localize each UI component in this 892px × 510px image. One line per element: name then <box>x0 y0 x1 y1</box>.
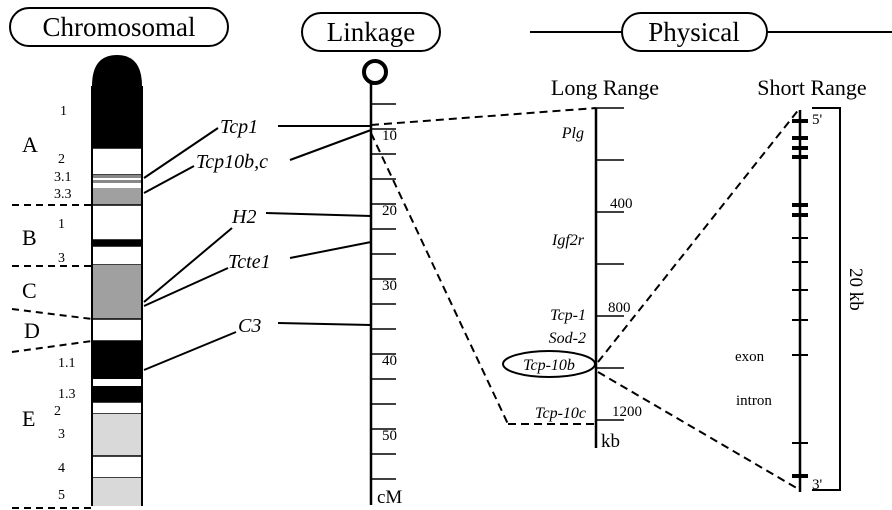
band-a3-2 <box>92 180 142 183</box>
linkage-unit-label: cM <box>377 487 402 508</box>
band-label-b1: 1 <box>58 217 65 232</box>
chromosomal-header-box <box>9 7 229 47</box>
band-label-b3: 3 <box>58 251 65 266</box>
scale-bar-label: 20 kb <box>845 268 866 311</box>
region-divider-cd <box>11 308 93 320</box>
long-gene-sod-2: Sod-2 <box>549 330 586 347</box>
band-label-a3-1: 3.1 <box>54 170 72 185</box>
projection-linkage-top <box>370 107 597 126</box>
physical-header: Physical <box>648 17 740 47</box>
linkage-header: Linkage <box>327 17 415 47</box>
short-range-title: Short Range <box>757 75 866 100</box>
projection-short-top <box>597 107 801 363</box>
gene-label-c3: C3 <box>238 315 261 337</box>
linkage-tick-label-40: 40 <box>382 353 397 369</box>
tcp10bc-connector-left <box>143 165 195 194</box>
band-label-a2: 2 <box>58 152 65 167</box>
band-e2 <box>91 401 143 415</box>
band-a2 <box>91 147 143 176</box>
band-b3 <box>91 245 143 266</box>
h2-connector-left <box>143 227 233 303</box>
projection-linkage-bottom <box>370 132 509 425</box>
band-c <box>92 265 142 319</box>
five-prime-label: 5' <box>812 112 823 128</box>
band-a3-3 <box>92 188 142 205</box>
long-range-title: Long Range <box>551 75 659 100</box>
band-label-e1-3: 1.3 <box>58 387 76 402</box>
linkage-tick-label-30: 30 <box>382 278 397 294</box>
band-b1 <box>91 204 143 241</box>
exon-label: exon <box>735 349 765 365</box>
band-e1-1 <box>92 341 142 379</box>
c3-connector-left <box>143 331 237 371</box>
long-range-tick-label-800: 800 <box>608 300 631 316</box>
scale-bracket <box>812 107 841 491</box>
chromosome-centromere-cap <box>92 55 142 96</box>
linkage-tick-label-20: 20 <box>382 203 397 219</box>
gene-label-tcp10bc: Tcp10b,c <box>196 151 268 173</box>
tcte1-connector-right <box>289 241 372 259</box>
band-label-e2: 2 <box>54 404 61 419</box>
linkage-centromere <box>362 59 388 85</box>
band-label-e1-1: 1.1 <box>58 356 76 371</box>
tcp10bc-connector-right <box>289 129 372 161</box>
linkage-tick-label-10: 10 <box>382 128 397 144</box>
band-label-a1: 1 <box>60 104 67 119</box>
region-label-a: A <box>22 132 38 157</box>
band-e1-3 <box>92 386 142 402</box>
long-gene-plg: Plg <box>561 125 584 142</box>
band-e1-2 <box>92 379 142 386</box>
band-label-a3-3: 3.3 <box>54 187 72 202</box>
tcp-10b-highlight <box>502 350 596 378</box>
chromosomal-header: Chromosomal <box>43 12 196 42</box>
tcp1-connector-left <box>143 127 219 179</box>
band-a3-1 <box>92 175 142 178</box>
band-label-e3: 3 <box>58 427 65 442</box>
intron-label: intron <box>736 393 772 409</box>
long-range-ticks <box>596 107 624 421</box>
band-b2 <box>92 240 142 246</box>
long-range-tick-label-400: 400 <box>610 196 633 212</box>
linkage-tick-label-50: 50 <box>382 428 397 444</box>
short-range-marks <box>792 237 808 444</box>
band-e3 <box>92 414 142 456</box>
region-label-b: B <box>22 225 37 250</box>
c3-connector-right <box>277 322 372 326</box>
short-range-exons <box>792 119 808 478</box>
band-label-e4: 4 <box>58 461 65 476</box>
tcte1-connector-left <box>143 267 229 307</box>
long-gene-tcp-1: Tcp-1 <box>550 307 586 324</box>
three-prime-label: 3' <box>812 477 823 493</box>
region-label-c: C <box>22 278 37 303</box>
chromosome <box>91 55 143 506</box>
physical-header-box <box>621 12 768 52</box>
region-label-e: E <box>22 406 35 431</box>
long-gene-tcp-10c: Tcp-10c <box>535 405 586 422</box>
long-gene-igf2r: Igf2r <box>551 232 585 249</box>
region-divider-de <box>11 340 93 353</box>
gene-label-tcp1: Tcp1 <box>220 116 258 138</box>
h2-connector-right <box>265 212 372 217</box>
band-a1 <box>92 96 142 148</box>
band-d <box>91 318 143 342</box>
band-label-e5: 5 <box>58 488 65 503</box>
projection-short-bottom <box>597 371 801 491</box>
linkage-ticks <box>371 103 396 480</box>
gene-label-tcte1: Tcte1 <box>228 251 271 273</box>
band-e5 <box>92 478 142 506</box>
linkage-header-box <box>301 12 441 52</box>
long-range-tick-label-1200: 1200 <box>612 404 642 420</box>
region-label-d: D <box>24 318 40 343</box>
gene-label-h2: H2 <box>231 206 256 228</box>
long-range-unit-label: kb <box>601 431 620 452</box>
long-gene-tcp-10b: Tcp-10b <box>523 357 575 374</box>
band-e4 <box>91 455 143 479</box>
